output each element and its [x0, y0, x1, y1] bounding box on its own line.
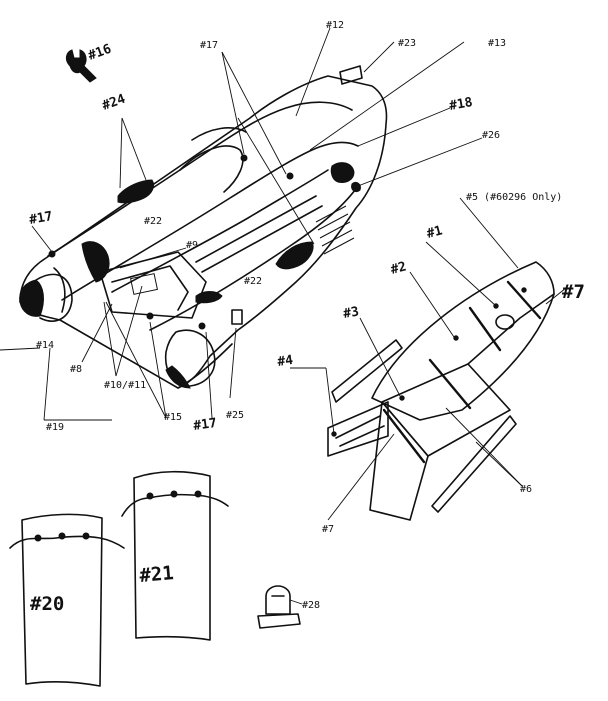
label-part-12: #12: [326, 20, 344, 31]
label-part-22-top: #22: [144, 216, 162, 227]
label-part-19: #19: [46, 422, 64, 433]
label-part-4: #4: [276, 353, 294, 370]
label-part-15: #15: [164, 412, 182, 423]
label-part-8: #8: [70, 364, 82, 375]
label-part-17-left: #17: [28, 209, 54, 228]
label-part-17-bottom: #17: [192, 416, 217, 434]
label-part-9: #9: [186, 240, 198, 251]
label-part-10-11: #10/#11: [104, 380, 146, 391]
label-part-16: #16: [86, 42, 113, 64]
label-part-6: #6: [520, 484, 532, 495]
label-part-28: #28: [302, 600, 320, 611]
label-part-5: #5 (#60296 Only): [466, 192, 562, 203]
repair-patch-21: [121, 470, 229, 641]
label-part-1: #1: [425, 223, 444, 242]
repair-patch-20: [9, 513, 125, 687]
label-part-23: #23: [398, 38, 416, 49]
label-part-24: #24: [100, 92, 127, 114]
valve-icon: [257, 585, 301, 629]
label-part-2: #2: [389, 259, 408, 278]
label-part-13: #13: [488, 38, 506, 49]
label-part-3: #3: [342, 304, 360, 321]
part-labels: #12 #23 #13 #17 #16 #24 #18 #26 #5 (#602…: [28, 20, 585, 615]
label-part-20: #20: [30, 593, 64, 615]
label-part-7-bottom: #7: [322, 524, 334, 535]
label-part-25: #25: [226, 410, 244, 421]
label-part-7-right: #7: [562, 281, 585, 303]
label-part-26: #26: [482, 130, 500, 141]
label-part-17-top: #17: [200, 40, 218, 51]
floor-boards: [327, 261, 555, 521]
inflatable-boat: [19, 65, 388, 389]
label-part-14: #14: [36, 340, 54, 351]
label-part-21: #21: [139, 562, 175, 587]
wrench-icon: [65, 49, 97, 83]
leader-lines: [0, 27, 567, 605]
label-part-18: #18: [448, 95, 474, 114]
label-part-22-mid: #22: [244, 276, 262, 287]
